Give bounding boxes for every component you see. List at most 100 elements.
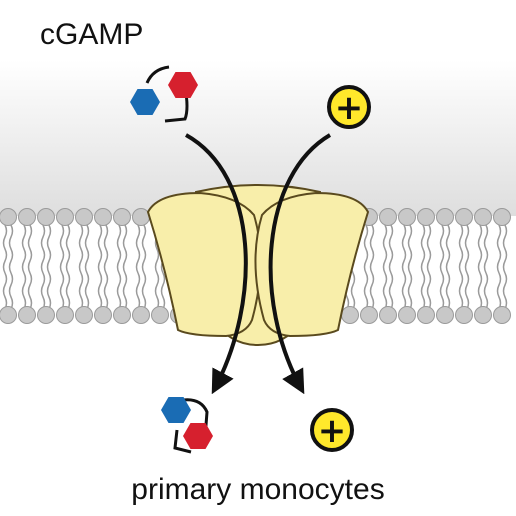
lipid-tail xyxy=(116,224,122,274)
lipid-tail xyxy=(369,272,375,310)
lipid-tail xyxy=(502,272,508,310)
lipid-tail xyxy=(84,272,90,310)
lipid-head xyxy=(379,306,397,324)
lipid-tail xyxy=(483,224,489,274)
lipid-head xyxy=(113,306,131,324)
lipid-tail xyxy=(27,272,33,310)
lipid-tail xyxy=(40,224,46,274)
lipid-tail xyxy=(97,272,103,310)
lipid-tail xyxy=(388,224,394,274)
lipid-head xyxy=(56,208,74,226)
red-hexagon-icon xyxy=(168,72,198,98)
lipid-tail xyxy=(445,224,451,274)
lipid-tail xyxy=(445,272,451,310)
membrane-channel xyxy=(146,184,370,347)
lipid-tail xyxy=(477,224,483,274)
lipid-tail xyxy=(154,272,160,310)
blue-hexagon-icon xyxy=(161,397,191,423)
lipid-tail xyxy=(160,272,166,310)
lipid-tail xyxy=(458,224,464,274)
lipid-tail xyxy=(420,272,426,310)
cell-type-label: primary monocytes xyxy=(131,473,385,506)
cgamp-molecule-icon-intracellular xyxy=(161,397,213,454)
lipid-head xyxy=(379,208,397,226)
channel-right-subunit xyxy=(254,191,370,338)
lipid-head xyxy=(360,306,378,324)
lipid-head xyxy=(0,306,17,324)
lipid-tail xyxy=(439,224,445,274)
lipid-head xyxy=(436,306,454,324)
lipid-tail xyxy=(65,272,71,310)
lipid-head xyxy=(455,208,473,226)
lipid-tail xyxy=(464,224,470,274)
lipid-head xyxy=(417,306,435,324)
lipid-tail xyxy=(8,224,14,274)
lipid-head xyxy=(113,208,131,226)
cation-plus-icon: + xyxy=(327,85,371,129)
lipid-tail xyxy=(21,224,27,274)
lipid-tail xyxy=(458,272,464,310)
lipid-head xyxy=(37,306,55,324)
ion-symbol-bottom: + xyxy=(318,411,347,451)
lipid-tail xyxy=(388,272,394,310)
lipid-head xyxy=(455,306,473,324)
lipid-tail xyxy=(382,224,388,274)
lipid-head xyxy=(0,208,17,226)
lipid-tail xyxy=(116,272,122,310)
lipid-head xyxy=(341,306,359,324)
lipid-tail xyxy=(84,224,90,274)
lipid-head xyxy=(37,208,55,226)
ion-symbol-top: + xyxy=(335,88,364,128)
blue-hexagon-icon xyxy=(130,89,160,115)
lipid-tail xyxy=(8,272,14,310)
lipid-tail xyxy=(2,272,8,310)
lipid-tail xyxy=(426,224,432,274)
lipid-head xyxy=(398,208,416,226)
lipid-head xyxy=(474,208,492,226)
lipid-tail xyxy=(122,224,128,274)
lipid-tail xyxy=(496,272,502,310)
lipid-tail xyxy=(426,272,432,310)
lipid-tail xyxy=(40,272,46,310)
lipid-tail xyxy=(2,224,8,274)
lipid-head xyxy=(18,208,36,226)
lipid-head xyxy=(151,306,169,324)
lipid-head xyxy=(75,208,93,226)
lipid-tail xyxy=(103,272,109,310)
lipid-tail xyxy=(483,272,489,310)
lipid-tail xyxy=(21,272,27,310)
cation-plus-icon-intracellular: + xyxy=(310,408,354,452)
lipid-tail xyxy=(103,224,109,274)
lipid-tail xyxy=(407,224,413,274)
ion-transport-arrow xyxy=(268,133,332,395)
lipid-tail xyxy=(401,224,407,274)
cgamp-molecule-icon xyxy=(130,65,198,123)
lipid-tail xyxy=(464,272,470,310)
lipid-head xyxy=(94,208,112,226)
lipid-tail xyxy=(502,224,508,274)
lipid-head xyxy=(18,306,36,324)
lipid-tail xyxy=(97,224,103,274)
lipid-head xyxy=(493,306,511,324)
lipid-tail xyxy=(382,272,388,310)
lipid-head xyxy=(493,208,511,226)
lipid-head xyxy=(132,208,150,226)
lipid-head xyxy=(398,306,416,324)
lipid-tail xyxy=(46,272,52,310)
lipid-tail xyxy=(59,272,65,310)
lipid-tail xyxy=(46,224,52,274)
lipid-tail xyxy=(407,272,413,310)
lipid-tail xyxy=(363,272,369,310)
lipid-head xyxy=(94,306,112,324)
lipid-head xyxy=(417,208,435,226)
lipid-tail xyxy=(401,272,407,310)
lipid-tail xyxy=(27,224,33,274)
channel-left-subunit xyxy=(146,191,262,338)
lipid-tail xyxy=(439,272,445,310)
lipid-tail xyxy=(363,224,369,274)
molecule-label: cGAMP xyxy=(40,18,144,51)
cgamp-transport-arrow xyxy=(185,133,248,395)
lipid-head xyxy=(132,306,150,324)
